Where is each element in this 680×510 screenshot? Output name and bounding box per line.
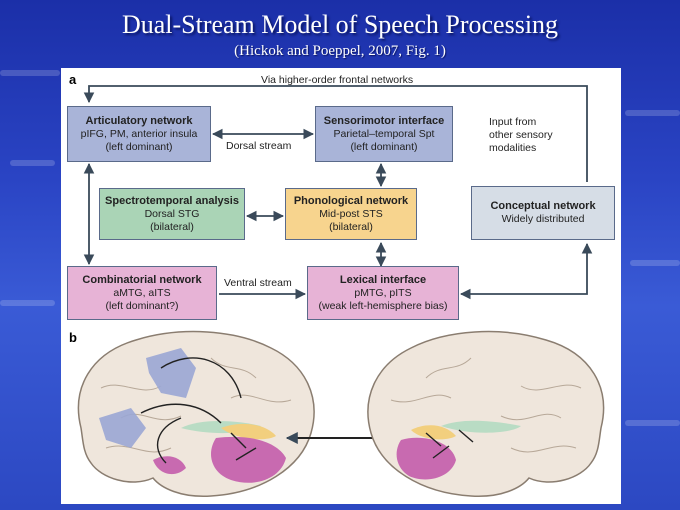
slide-subtitle: (Hickok and Poeppel, 2007, Fig. 1) bbox=[234, 43, 446, 59]
box-line: Mid-post STS bbox=[319, 207, 383, 220]
dorsal-stream-label: Dorsal stream bbox=[226, 140, 292, 152]
box-sensorimotor-interface: Sensorimotor interface Parietal–temporal… bbox=[315, 106, 453, 162]
box-title: Sensorimotor interface bbox=[323, 114, 445, 127]
background-streak bbox=[625, 110, 680, 116]
box-line: Parietal–temporal Spt bbox=[333, 127, 435, 140]
input-label-line: other sensory bbox=[489, 129, 553, 141]
frontal-networks-label: Via higher-order frontal networks bbox=[261, 74, 414, 86]
box-line: Widely distributed bbox=[501, 213, 585, 225]
left-pink-region-2 bbox=[153, 456, 186, 475]
box-line: pMTG, pITS bbox=[354, 286, 412, 299]
box-spectrotemporal-analysis: Spectrotemporal analysis Dorsal STG (bil… bbox=[99, 188, 245, 240]
box-conceptual-network: Conceptual network Widely distributed bbox=[471, 186, 615, 240]
left-blue-region-2 bbox=[99, 408, 146, 448]
box-line: (weak left-hemisphere bias) bbox=[318, 299, 448, 312]
conceptual-lexical-arrow bbox=[459, 242, 593, 300]
input-label-line: modalities bbox=[489, 142, 537, 154]
panel-label-b: b bbox=[69, 330, 77, 345]
left-blue-region bbox=[146, 348, 196, 398]
box-line: (left dominant?) bbox=[105, 299, 179, 312]
box-line: Dorsal STG bbox=[144, 207, 200, 220]
slide-title: Dual-Stream Model of Speech Processing bbox=[121, 10, 559, 39]
box-line: (bilateral) bbox=[329, 220, 373, 233]
box-line: pIFG, PM, anterior insula bbox=[80, 127, 198, 140]
box-title: Articulatory network bbox=[85, 114, 193, 127]
box-articulatory-network: Articulatory network pIFG, PM, anterior … bbox=[67, 106, 211, 162]
ventral-stream-label: Ventral stream bbox=[224, 277, 292, 289]
right-pink-region bbox=[396, 437, 456, 480]
box-title: Conceptual network bbox=[490, 200, 596, 212]
box-line: aMTG, aITS bbox=[113, 286, 171, 299]
box-line: (bilateral) bbox=[150, 220, 194, 233]
box-line: (left dominant) bbox=[350, 140, 418, 153]
box-line: (left dominant) bbox=[105, 140, 173, 153]
box-combinatorial-network: Combinatorial network aMTG, aITS (left d… bbox=[67, 266, 217, 320]
background-streak bbox=[0, 300, 55, 306]
brain-illustration bbox=[77, 330, 605, 497]
diagram-arrows bbox=[83, 85, 593, 300]
box-phonological-network: Phonological network Mid-post STS (bilat… bbox=[285, 188, 417, 240]
left-yellow-region bbox=[221, 423, 276, 440]
background-streak bbox=[630, 260, 680, 266]
input-label-line: Input from bbox=[489, 116, 537, 128]
left-pink-region bbox=[211, 436, 286, 483]
box-title: Spectrotemporal analysis bbox=[105, 194, 239, 207]
box-title: Lexical interface bbox=[339, 273, 427, 286]
background-streak bbox=[10, 160, 55, 166]
right-hemisphere bbox=[367, 330, 605, 497]
right-green-region bbox=[441, 420, 521, 433]
box-title: Combinatorial network bbox=[82, 273, 202, 286]
panel-label-a: a bbox=[69, 72, 77, 87]
background-streak bbox=[625, 420, 680, 426]
box-title: Phonological network bbox=[293, 194, 409, 207]
right-yellow-region bbox=[411, 425, 456, 440]
frontal-network-arrow bbox=[83, 85, 588, 182]
left-hemisphere bbox=[77, 330, 315, 497]
background-streak bbox=[0, 70, 60, 76]
input-label: Input from other sensory modalities bbox=[489, 116, 553, 155]
box-lexical-interface: Lexical interface pMTG, pITS (weak left-… bbox=[307, 266, 459, 320]
figure-panel: a b Via higher-order fronta bbox=[61, 68, 621, 504]
